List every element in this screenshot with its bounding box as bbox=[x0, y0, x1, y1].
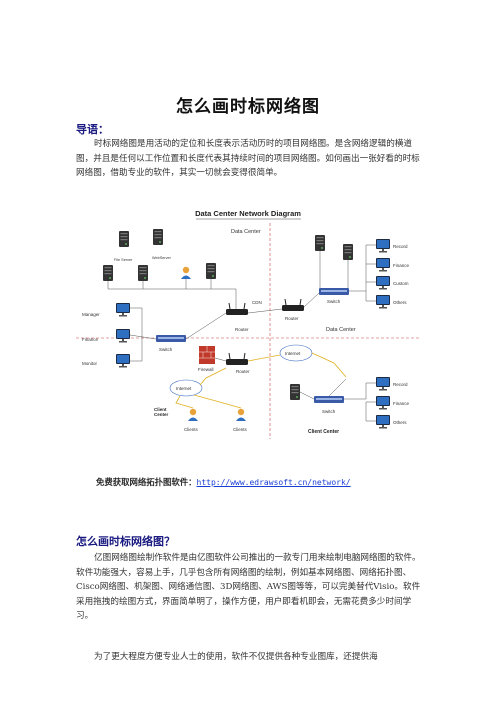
svg-text:Client Center: Client Center bbox=[308, 429, 339, 435]
lead-heading: 导语： bbox=[76, 123, 109, 136]
page-title: 怎么画时标网络图 bbox=[176, 97, 320, 117]
svg-text:Internet: Internet bbox=[176, 386, 192, 391]
svg-text:Router: Router bbox=[285, 316, 299, 321]
svg-text:Switch: Switch bbox=[159, 347, 173, 352]
lead-paragraph: 时标网络图是用活动的定位和长度表示活动历时的项目网络图。是含网络逻辑的横道图，并… bbox=[76, 139, 420, 179]
svg-text:WebServer: WebServer bbox=[152, 256, 172, 260]
label-data-center-top: Data Center bbox=[231, 229, 261, 235]
svg-text:Record: Record bbox=[393, 382, 408, 387]
section-heading: 怎么画时标网络图？ bbox=[76, 535, 175, 548]
svg-text:Others: Others bbox=[393, 420, 407, 425]
svg-text:Switch: Switch bbox=[327, 299, 341, 304]
svg-text:Switch: Switch bbox=[322, 409, 336, 414]
svg-text:Finance: Finance bbox=[82, 337, 99, 342]
label-data-center-right: Data Center bbox=[326, 327, 356, 333]
diagram-title: Data Center Network Diagram bbox=[195, 209, 301, 218]
download-link[interactable]: http://www.edrawsoft.cn/network/ bbox=[196, 478, 351, 487]
svg-text:Record: Record bbox=[393, 244, 408, 249]
svg-text:Finance: Finance bbox=[393, 401, 410, 406]
section-paragraph-1: 亿图网络图绘制作软件是由亿图软件公司推出的一款专门用来绘制电脑网络图的软件。软件… bbox=[76, 553, 421, 622]
section-paragraph-2: 为了更大程度方便专业人士的使用，软件不仅提供各种专业图库，还提供海 bbox=[94, 652, 378, 662]
download-link-label: 免费获取网络拓扑图软件： bbox=[96, 477, 197, 487]
network-diagram-image: Data Center Network Diagram Data Center … bbox=[76, 203, 420, 446]
svg-text:Custom: Custom bbox=[393, 281, 409, 286]
svg-text:Finance: Finance bbox=[393, 263, 410, 268]
svg-text:File Server: File Server bbox=[114, 258, 133, 262]
svg-text:Router: Router bbox=[235, 327, 249, 332]
svg-text:Clients: Clients bbox=[233, 427, 248, 432]
svg-text:Router: Router bbox=[236, 369, 250, 374]
download-link-line: 免费获取网络拓扑图软件：http://www.edrawsoft.cn/netw… bbox=[96, 476, 351, 488]
svg-text:Others: Others bbox=[393, 300, 407, 305]
svg-text:Manager: Manager bbox=[82, 312, 100, 317]
svg-text:Clients: Clients bbox=[184, 427, 199, 432]
svg-text:Monitor: Monitor bbox=[82, 361, 98, 366]
svg-text:CDN: CDN bbox=[252, 300, 262, 305]
svg-text:Firewall: Firewall bbox=[198, 367, 214, 372]
svg-text:Internet: Internet bbox=[285, 351, 301, 356]
firewall-icon bbox=[199, 346, 215, 364]
